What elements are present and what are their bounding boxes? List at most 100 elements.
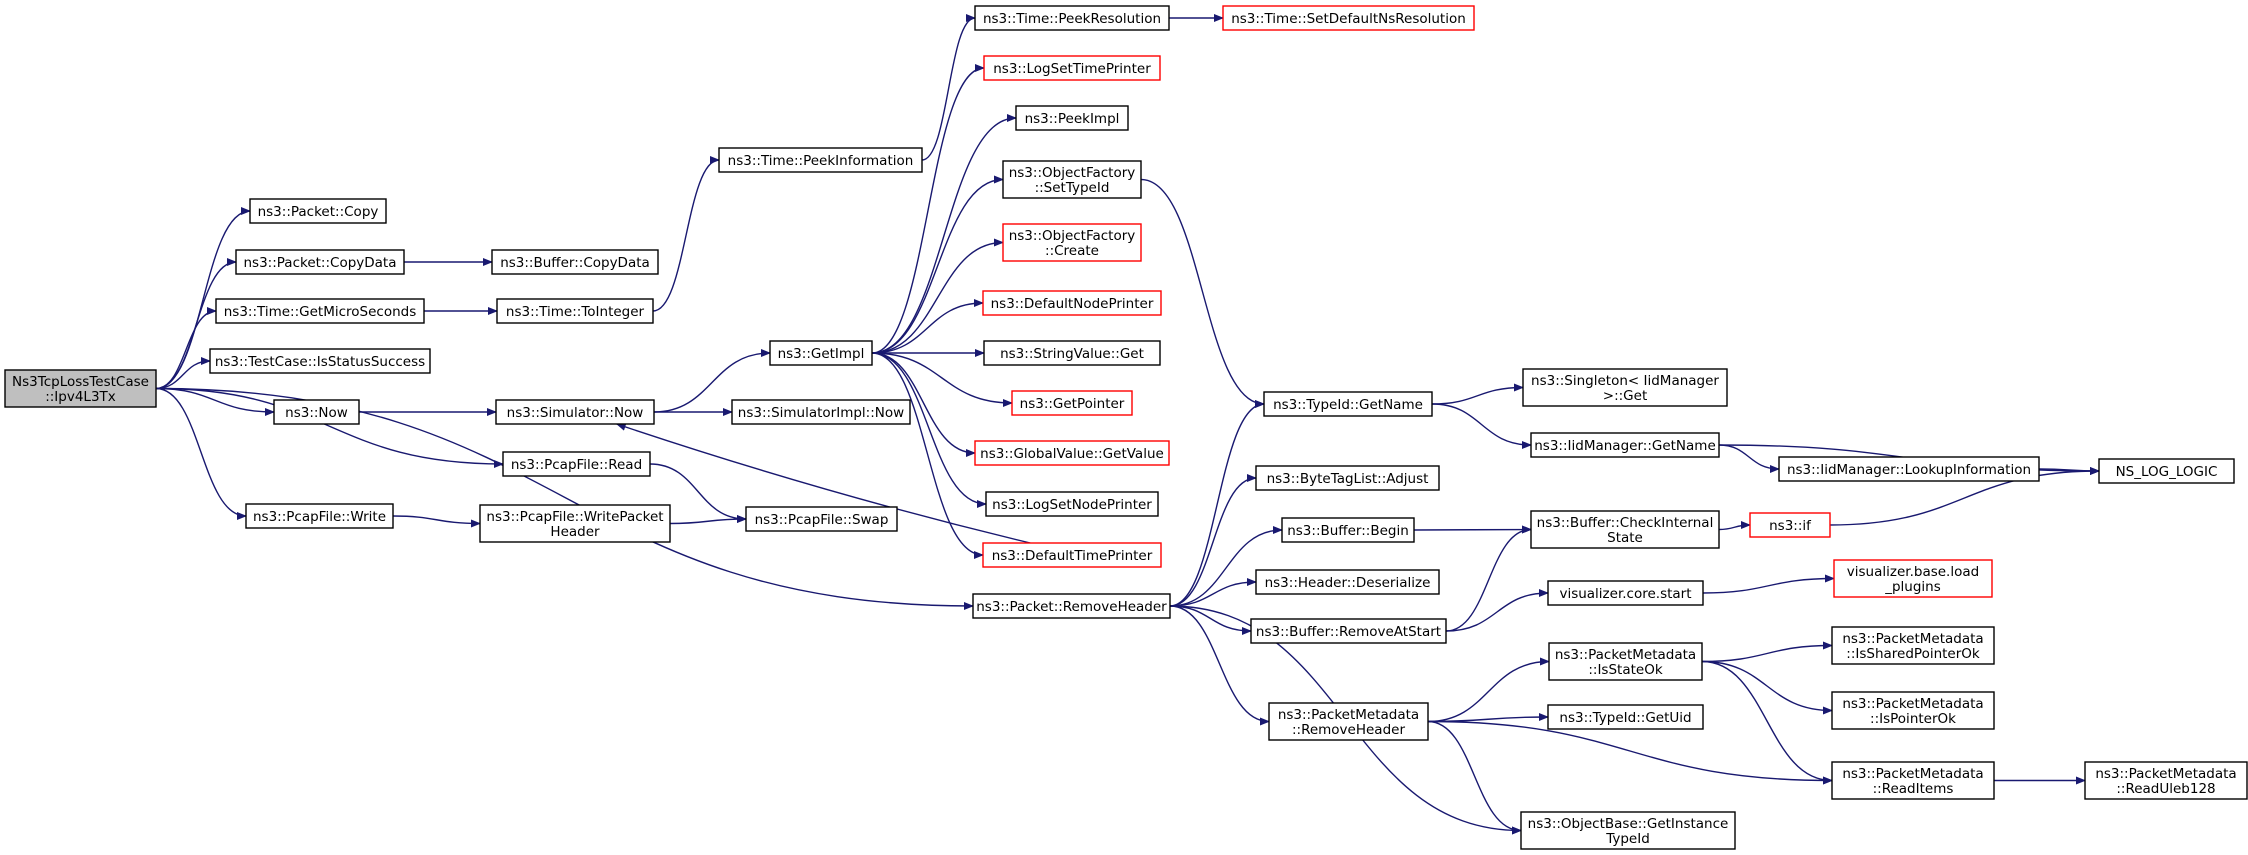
node-time-peekres[interactable]: ns3::Time::PeekResolution	[974, 5, 1170, 31]
node-box	[1548, 642, 1703, 681]
node-time-setdefault[interactable]: ns3::Time::SetDefaultNsResolution	[1222, 5, 1475, 31]
node-iid-getname[interactable]: ns3::IidManager::GetName	[1530, 432, 1720, 458]
node-label: ns3::Packet::CopyData	[243, 255, 396, 271]
node-box	[209, 348, 431, 374]
node-box	[1222, 5, 1475, 31]
node-vis-base-load[interactable]: visualizer.base.load_plugins	[1833, 559, 1993, 598]
node-box	[491, 249, 659, 275]
node-stringvalue-get[interactable]: ns3::StringValue::Get	[983, 340, 1161, 366]
node-label: ::Create	[1045, 243, 1099, 259]
node-box	[982, 542, 1162, 568]
node-peekimpl[interactable]: ns3::PeekImpl	[1015, 105, 1129, 131]
node-label: TypeId	[1605, 831, 1650, 847]
node-now[interactable]: ns3::Now	[273, 399, 360, 425]
node-pcap-write[interactable]: ns3::PcapFile::Write	[245, 503, 394, 529]
edge-packet_removeheader-to-bytetag_adjust	[1169, 474, 1257, 607]
node-typeid-getuid[interactable]: ns3::TypeId::GetUid	[1547, 704, 1704, 730]
edge-packet_removeheader-to-pm_removeheader	[1169, 605, 1270, 726]
node-logsettime[interactable]: ns3::LogSetTimePrinter	[983, 55, 1161, 81]
node-label: ns3::PeekImpl	[1025, 111, 1120, 127]
node-box	[1831, 626, 1995, 665]
node-box	[1778, 456, 2040, 482]
node-ns3-if[interactable]: ns3::if	[1749, 512, 1831, 538]
node-singleton-get[interactable]: ns3::Singleton< IidManager>::Get	[1522, 368, 1728, 407]
node-deftimeprinter[interactable]: ns3::DefaultTimePrinter	[982, 542, 1162, 568]
node-logsetnode[interactable]: ns3::LogSetNodePrinter	[985, 491, 1159, 517]
edges-layer	[155, 14, 2100, 835]
node-packet-copydata[interactable]: ns3::Packet::CopyData	[235, 249, 405, 275]
node-buffer-removeatstart[interactable]: ns3::Buffer::RemoveAtStart	[1250, 618, 1447, 644]
node-label: ns3::GlobalValue::GetValue	[980, 446, 1164, 462]
edge-pm_removeheader-to-pm_readitems	[1427, 720, 1833, 785]
node-root[interactable]: Ns3TcpLossTestCase::Ipv4L3Tx	[4, 369, 157, 408]
node-testcase-isstatus[interactable]: ns3::TestCase::IsStatusSuccess	[209, 348, 431, 374]
node-label: ns3::Time::ToInteger	[506, 304, 645, 320]
node-pm-removeheader[interactable]: ns3::PacketMetadata::RemoveHeader	[1268, 702, 1429, 741]
node-label: State	[1607, 530, 1643, 546]
node-pcap-swap[interactable]: ns3::PcapFile::Swap	[745, 506, 898, 532]
edge-typeid_getname-to-iid_getname	[1431, 403, 1532, 449]
node-box	[495, 399, 655, 425]
node-ns-log-logic[interactable]: NS_LOG_LOGIC	[2098, 458, 2235, 484]
node-of-create[interactable]: ns3::ObjectFactory::Create	[1002, 223, 1142, 262]
node-pm-isstateok[interactable]: ns3::PacketMetadata::IsStateOk	[1548, 642, 1703, 681]
node-label: ns3::GetPointer	[1020, 396, 1125, 412]
node-box	[1530, 432, 1720, 458]
node-label: ::IsPointerOk	[1870, 711, 1956, 727]
node-vis-core-start[interactable]: visualizer.core.start	[1547, 580, 1704, 606]
edge-packet_removeheader-to-header_deser	[1169, 578, 1257, 607]
node-pm-readitems[interactable]: ns3::PacketMetadata::ReadItems	[1831, 761, 1995, 800]
node-pcap-read[interactable]: ns3::PcapFile::Read	[502, 451, 651, 477]
node-of-settypeid[interactable]: ns3::ObjectFactory::SetTypeId	[1002, 160, 1142, 199]
edge-sim_now-to-getimpl	[653, 349, 771, 413]
edge-pm_removeheader-to-pm_isstateok	[1427, 657, 1550, 723]
edge-getimpl-to-getpointer	[871, 352, 1013, 407]
node-label: ns3::TestCase::IsStatusSuccess	[215, 354, 425, 370]
node-packet-removeheader[interactable]: ns3::Packet::RemoveHeader	[972, 593, 1171, 619]
node-header-deser[interactable]: ns3::Header::Deserialize	[1255, 569, 1440, 595]
node-sim-now[interactable]: ns3::Simulator::Now	[495, 399, 655, 425]
node-label: ns3::StringValue::Get	[1000, 346, 1144, 362]
node-box	[1749, 512, 1831, 538]
node-time-getmicro[interactable]: ns3::Time::GetMicroSeconds	[215, 298, 425, 324]
node-pm-isptr[interactable]: ns3::PacketMetadata::IsPointerOk	[1831, 691, 1995, 730]
node-label: ns3::TypeId::GetUid	[1559, 710, 1691, 726]
node-box	[972, 593, 1171, 619]
edge-getimpl-to-deftimeprinter	[871, 352, 984, 559]
node-getimpl[interactable]: ns3::GetImpl	[769, 340, 873, 366]
node-bytetag-adjust[interactable]: ns3::ByteTagList::Adjust	[1255, 465, 1440, 491]
node-box	[502, 451, 651, 477]
node-defnodeprinter[interactable]: ns3::DefaultNodePrinter	[982, 290, 1162, 316]
node-iid-lookup[interactable]: ns3::IidManager::LookupInformation	[1778, 456, 2040, 482]
node-buffer-begin[interactable]: ns3::Buffer::Begin	[1281, 517, 1415, 543]
edge-getimpl-to-of_settypeid	[871, 175, 1004, 354]
node-label: ns3::IidManager::LookupInformation	[1787, 462, 2031, 478]
node-pm-readuleb[interactable]: ns3::PacketMetadata::ReadUleb128	[2084, 761, 2248, 800]
node-label: ns3::PacketMetadata	[1842, 696, 1983, 712]
node-globalvalue-get[interactable]: ns3::GlobalValue::GetValue	[974, 440, 1170, 466]
node-buffer-copydata[interactable]: ns3::Buffer::CopyData	[491, 249, 659, 275]
node-typeid-getname[interactable]: ns3::TypeId::GetName	[1263, 391, 1433, 417]
node-label: ns3::Time::PeekInformation	[728, 153, 914, 169]
node-getpointer[interactable]: ns3::GetPointer	[1011, 390, 1133, 416]
node-label: ::RemoveHeader	[1292, 722, 1405, 738]
node-simimpl-now[interactable]: ns3::SimulatorImpl::Now	[731, 399, 911, 425]
node-box	[496, 298, 654, 324]
node-label: visualizer.core.start	[1559, 586, 1691, 602]
node-box	[1263, 391, 1433, 417]
node-pm-issharedptr[interactable]: ns3::PacketMetadata::IsSharedPointerOk	[1831, 626, 1995, 665]
node-label: ns3::Singleton< IidManager	[1531, 373, 1719, 389]
edge-getimpl-to-logsettime	[871, 64, 985, 354]
node-box	[1250, 618, 1447, 644]
edge-root-to-testcase_isstatus	[155, 357, 211, 390]
node-box	[1002, 223, 1142, 262]
node-time-peekinfo[interactable]: ns3::Time::PeekInformation	[718, 147, 923, 173]
node-box	[245, 503, 394, 529]
node-time-tointeger[interactable]: ns3::Time::ToInteger	[496, 298, 654, 324]
node-label: ns3::Packet::RemoveHeader	[976, 599, 1167, 615]
node-box	[1831, 691, 1995, 730]
node-packet-copy[interactable]: ns3::Packet::Copy	[249, 198, 387, 224]
